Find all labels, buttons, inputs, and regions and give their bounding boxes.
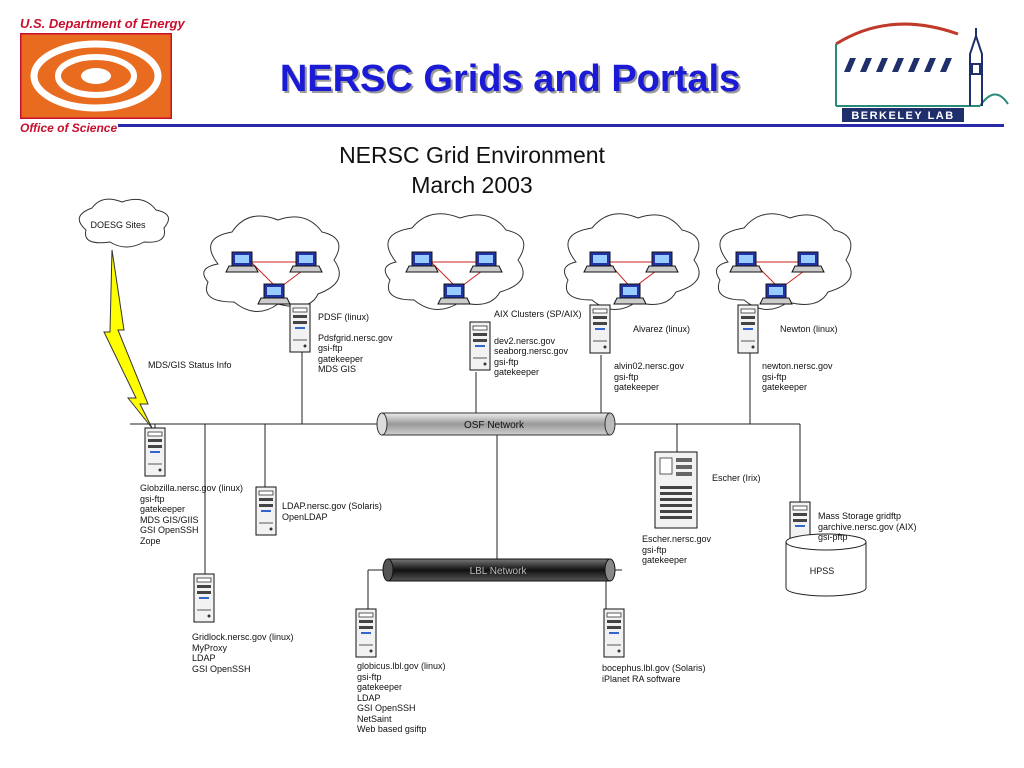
lbl-network-tube xyxy=(382,558,616,582)
berkeley-lab-text: BERKELEY LAB xyxy=(851,110,954,122)
mds-status-label: MDS/GIS Status Info xyxy=(148,360,232,370)
hpss-label: HPSS xyxy=(810,566,835,576)
page-title: NERSC Grids and Portals xyxy=(279,58,741,100)
escher-label: Escher (Irix) xyxy=(712,473,761,483)
hpss-storage-icon xyxy=(785,533,867,597)
globicus-info: globicus.lbl.gov (linux) gsi-ftp gatekee… xyxy=(357,661,446,734)
osf-network-label: OSF Network xyxy=(464,420,525,431)
header-rule xyxy=(118,124,1004,127)
doe-header-text: U.S. Department of Energy xyxy=(20,16,185,31)
alvarez-info: alvin02.nersc.gov gsi-ftp gatekeeper xyxy=(614,361,685,392)
newton-info: newton.nersc.gov gsi-ftp gatekeeper xyxy=(762,361,833,392)
diagram-title: NERSC Grid Environment xyxy=(339,142,605,168)
ldap-server-icon xyxy=(255,486,277,536)
mass-storage-info: Mass Storage gridftp garchive.nersc.gov … xyxy=(818,511,917,542)
doesg-cloud xyxy=(78,198,169,248)
globzilla-info: Globzilla.nersc.gov (linux) gsi-ftp gate… xyxy=(140,483,244,546)
lightning-bolt-icon xyxy=(103,249,153,429)
berkeley-lab-logo-icon: BERKELEY LAB xyxy=(835,22,1009,122)
pdsf-cloud xyxy=(203,215,340,312)
doesg-sites-label: DOESG Sites xyxy=(90,220,146,230)
ldap-info: LDAP.nersc.gov (Solaris) OpenLDAP xyxy=(282,501,382,522)
aix-info: AIX Clusters (SP/AIX) dev2.nersc.gov sea… xyxy=(494,309,582,377)
escher-info: Escher.nersc.gov gsi-ftp gatekeeper xyxy=(642,534,712,565)
pdsf-info: PDSF (linux) Pdsfgrid.nersc.gov gsi-ftp … xyxy=(318,312,393,374)
bocephus-info: bocephus.lbl.gov (Solaris) iPlanet RA so… xyxy=(602,663,706,684)
doe-footer-text: Office of Science xyxy=(20,121,118,135)
alvarez-label: Alvarez (linux) xyxy=(633,324,690,334)
escher-server-icon xyxy=(654,451,698,529)
bocephus-server-icon xyxy=(603,608,625,658)
osf-network-tube xyxy=(376,412,616,436)
lbl-network-label: LBL Network xyxy=(470,566,528,577)
diagram-date: March 2003 xyxy=(411,172,533,198)
gridlock-info: Gridlock.nersc.gov (linux) MyProxy LDAP … xyxy=(192,632,294,674)
alvarez-server-icon xyxy=(589,304,611,354)
globzilla-server-icon xyxy=(144,427,166,477)
doe-logo-icon xyxy=(20,33,172,119)
newton-label: Newton (linux) xyxy=(780,324,838,334)
globicus-server-icon xyxy=(355,608,377,658)
pdsf-server-icon xyxy=(289,303,311,353)
aix-server-icon xyxy=(469,321,491,371)
newton-server-icon xyxy=(737,304,759,354)
gridlock-server-icon xyxy=(193,573,215,623)
